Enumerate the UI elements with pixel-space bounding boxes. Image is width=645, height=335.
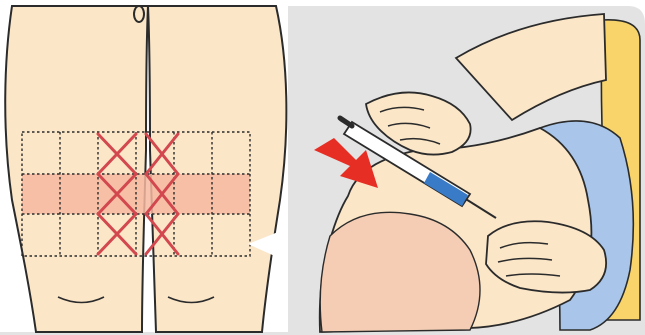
legs-grid-diagram: [0, 6, 288, 332]
right-leg: [148, 6, 286, 332]
